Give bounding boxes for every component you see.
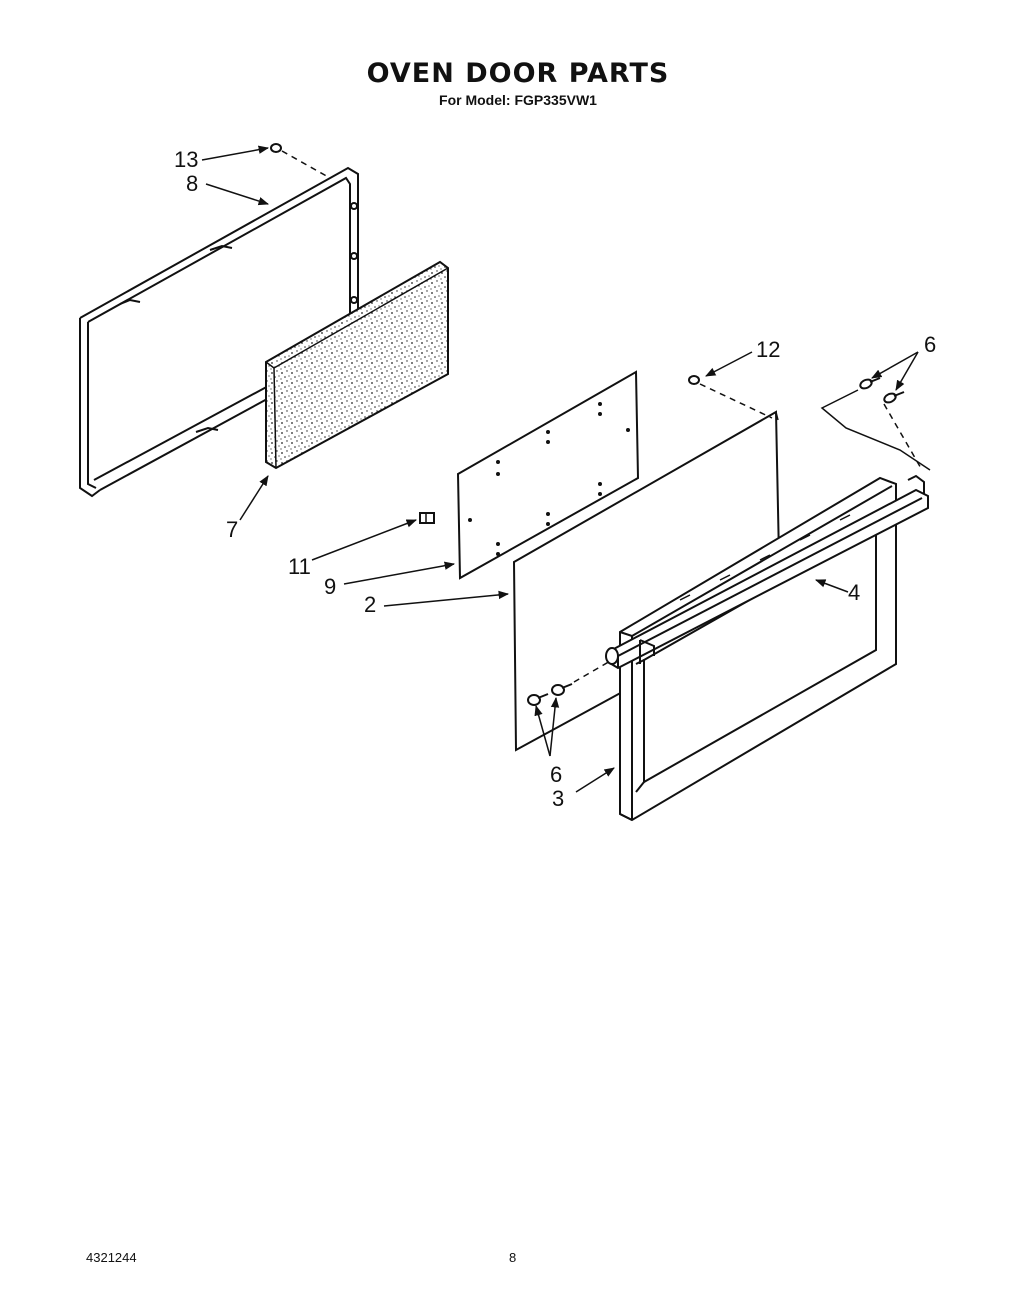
gasket-clip <box>270 143 331 179</box>
leader-lines <box>201 145 919 793</box>
callout-3: 3 <box>552 786 564 811</box>
handle-screws-top <box>820 377 931 471</box>
handle-screws-bottom <box>527 659 613 706</box>
callout-11: 11 <box>288 554 311 579</box>
callout-9: 9 <box>324 574 336 599</box>
panel-clip <box>419 512 435 524</box>
document-number: 4321244 <box>86 1250 137 1265</box>
callout-8: 8 <box>186 171 198 196</box>
page-title: OVEN DOOR PARTS <box>366 58 670 89</box>
callout-6-top: 6 <box>924 332 936 357</box>
callout-6-bottom: 6 <box>550 762 562 787</box>
outer-door-frame <box>619 476 897 822</box>
model-subtitle: For Model: FGP335VW1 <box>439 92 597 108</box>
callout-13: 13 <box>174 147 198 172</box>
callout-4: 4 <box>848 580 860 605</box>
inner-door-panel <box>456 370 640 580</box>
page-number: 8 <box>509 1250 517 1265</box>
callout-7: 7 <box>226 517 238 542</box>
door-handle <box>605 474 929 670</box>
glass-screw <box>688 375 773 419</box>
door-insulation <box>265 260 449 470</box>
callout-2: 2 <box>364 592 376 617</box>
callout-12: 12 <box>756 337 780 362</box>
